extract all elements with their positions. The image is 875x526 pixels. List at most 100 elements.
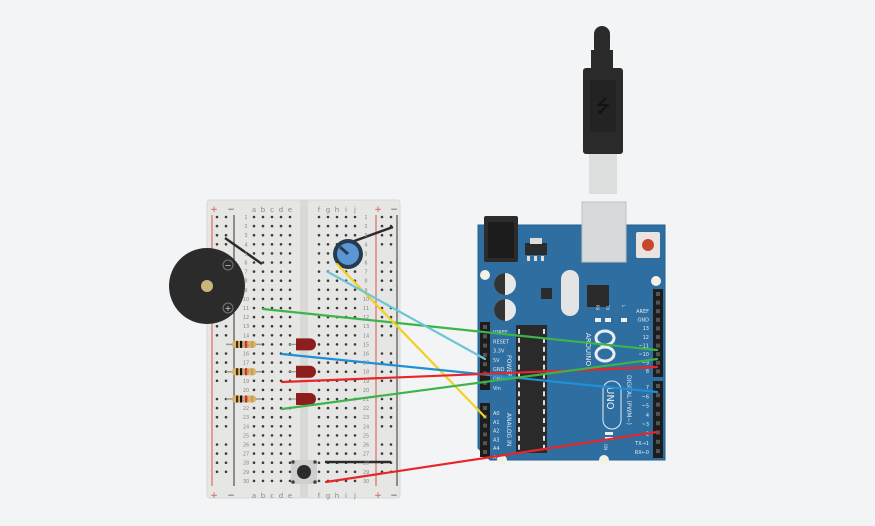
breadboard-hole[interactable] <box>326 352 330 355</box>
breadboard-hole[interactable] <box>317 415 321 419</box>
breadboard-hole[interactable] <box>252 470 256 474</box>
breadboard-hole[interactable] <box>270 215 274 219</box>
rail-hole[interactable] <box>389 324 393 328</box>
breadboard-hole[interactable] <box>261 452 265 455</box>
breadboard-hole[interactable] <box>279 261 283 264</box>
rail-hole[interactable] <box>380 443 384 446</box>
breadboard-hole[interactable] <box>335 452 339 455</box>
breadboard-hole[interactable] <box>317 443 321 446</box>
breadboard-hole[interactable] <box>270 397 274 401</box>
breadboard-hole[interactable] <box>353 270 357 273</box>
rail-hole[interactable] <box>224 379 228 383</box>
breadboard-hole[interactable] <box>288 324 292 328</box>
rail-hole[interactable] <box>380 324 384 328</box>
breadboard-hole[interactable] <box>288 315 292 319</box>
breadboard-hole[interactable] <box>317 315 321 319</box>
breadboard-hole[interactable] <box>261 288 265 292</box>
breadboard-hole[interactable] <box>344 415 348 419</box>
breadboard-hole[interactable] <box>344 343 348 346</box>
breadboard-hole[interactable] <box>335 425 339 428</box>
breadboard-hole[interactable] <box>317 252 321 255</box>
breadboard-hole[interactable] <box>279 306 283 310</box>
breadboard-hole[interactable] <box>252 279 256 283</box>
rail-hole[interactable] <box>215 334 219 337</box>
rail-hole[interactable] <box>380 352 384 355</box>
breadboard-hole[interactable] <box>261 252 265 255</box>
breadboard-hole[interactable] <box>335 306 339 310</box>
breadboard-hole[interactable] <box>252 252 256 255</box>
rail-hole[interactable] <box>380 279 384 283</box>
breadboard-hole[interactable] <box>353 370 357 374</box>
breadboard-hole[interactable] <box>288 388 292 392</box>
breadboard-hole[interactable] <box>326 388 330 392</box>
breadboard-hole[interactable] <box>288 252 292 255</box>
breadboard-hole[interactable] <box>353 215 357 219</box>
breadboard-hole[interactable] <box>279 425 283 428</box>
breadboard-hole[interactable] <box>270 434 274 437</box>
breadboard-hole[interactable] <box>326 233 330 237</box>
breadboard-hole[interactable] <box>252 243 256 246</box>
breadboard-hole[interactable] <box>335 233 339 237</box>
breadboard-hole[interactable] <box>317 479 321 483</box>
breadboard-hole[interactable] <box>252 388 256 392</box>
breadboard-hole[interactable] <box>288 425 292 428</box>
rail-hole[interactable] <box>224 361 228 364</box>
breadboard-hole[interactable] <box>288 279 292 283</box>
breadboard-hole[interactable] <box>279 315 283 319</box>
breadboard-hole[interactable] <box>335 397 339 401</box>
breadboard-hole[interactable] <box>353 352 357 355</box>
breadboard-hole[interactable] <box>326 215 330 219</box>
breadboard-hole[interactable] <box>270 243 274 246</box>
breadboard-hole[interactable] <box>335 415 339 419</box>
breadboard-hole[interactable] <box>279 470 283 474</box>
breadboard-hole[interactable] <box>344 388 348 392</box>
breadboard-hole[interactable] <box>353 425 357 428</box>
resistor[interactable] <box>226 340 262 348</box>
breadboard-hole[interactable] <box>252 425 256 428</box>
breadboard-hole[interactable] <box>252 261 256 264</box>
rail-hole[interactable] <box>389 452 393 455</box>
rail-hole[interactable] <box>389 352 393 355</box>
breadboard-hole[interactable] <box>279 479 283 483</box>
red-led[interactable] <box>289 338 316 351</box>
breadboard-hole[interactable] <box>335 288 339 292</box>
breadboard-hole[interactable] <box>270 461 274 465</box>
breadboard-hole[interactable] <box>344 479 348 483</box>
breadboard-hole[interactable] <box>344 434 348 437</box>
breadboard-hole[interactable] <box>252 215 256 219</box>
rail-hole[interactable] <box>215 452 219 455</box>
breadboard-hole[interactable] <box>344 306 348 310</box>
breadboard-hole[interactable] <box>252 270 256 273</box>
rail-hole[interactable] <box>380 288 384 292</box>
rail-hole[interactable] <box>215 379 219 383</box>
breadboard-hole[interactable] <box>288 415 292 419</box>
breadboard-hole[interactable] <box>288 224 292 228</box>
breadboard-hole[interactable] <box>317 361 321 364</box>
breadboard-hole[interactable] <box>261 361 265 364</box>
rail-hole[interactable] <box>389 370 393 374</box>
breadboard-hole[interactable] <box>252 334 256 337</box>
rail-hole[interactable] <box>389 270 393 273</box>
breadboard-hole[interactable] <box>261 297 265 301</box>
breadboard-hole[interactable] <box>252 434 256 437</box>
breadboard-hole[interactable] <box>317 461 321 465</box>
breadboard-hole[interactable] <box>288 233 292 237</box>
rail-hole[interactable] <box>380 425 384 428</box>
breadboard-hole[interactable] <box>279 297 283 301</box>
breadboard-hole[interactable] <box>353 233 357 237</box>
breadboard-hole[interactable] <box>335 343 339 346</box>
rail-hole[interactable] <box>224 461 228 465</box>
breadboard-hole[interactable] <box>326 252 330 255</box>
breadboard-hole[interactable] <box>252 324 256 328</box>
breadboard-hole[interactable] <box>261 243 265 246</box>
breadboard-hole[interactable] <box>288 461 292 465</box>
rail-hole[interactable] <box>380 452 384 455</box>
breadboard-hole[interactable] <box>326 370 330 374</box>
rail-hole[interactable] <box>389 379 393 383</box>
breadboard-hole[interactable] <box>288 443 292 446</box>
breadboard-hole[interactable] <box>335 361 339 364</box>
breadboard-hole[interactable] <box>317 334 321 337</box>
breadboard-hole[interactable] <box>261 379 265 383</box>
breadboard-hole[interactable] <box>270 343 274 346</box>
breadboard-hole[interactable] <box>279 334 283 337</box>
